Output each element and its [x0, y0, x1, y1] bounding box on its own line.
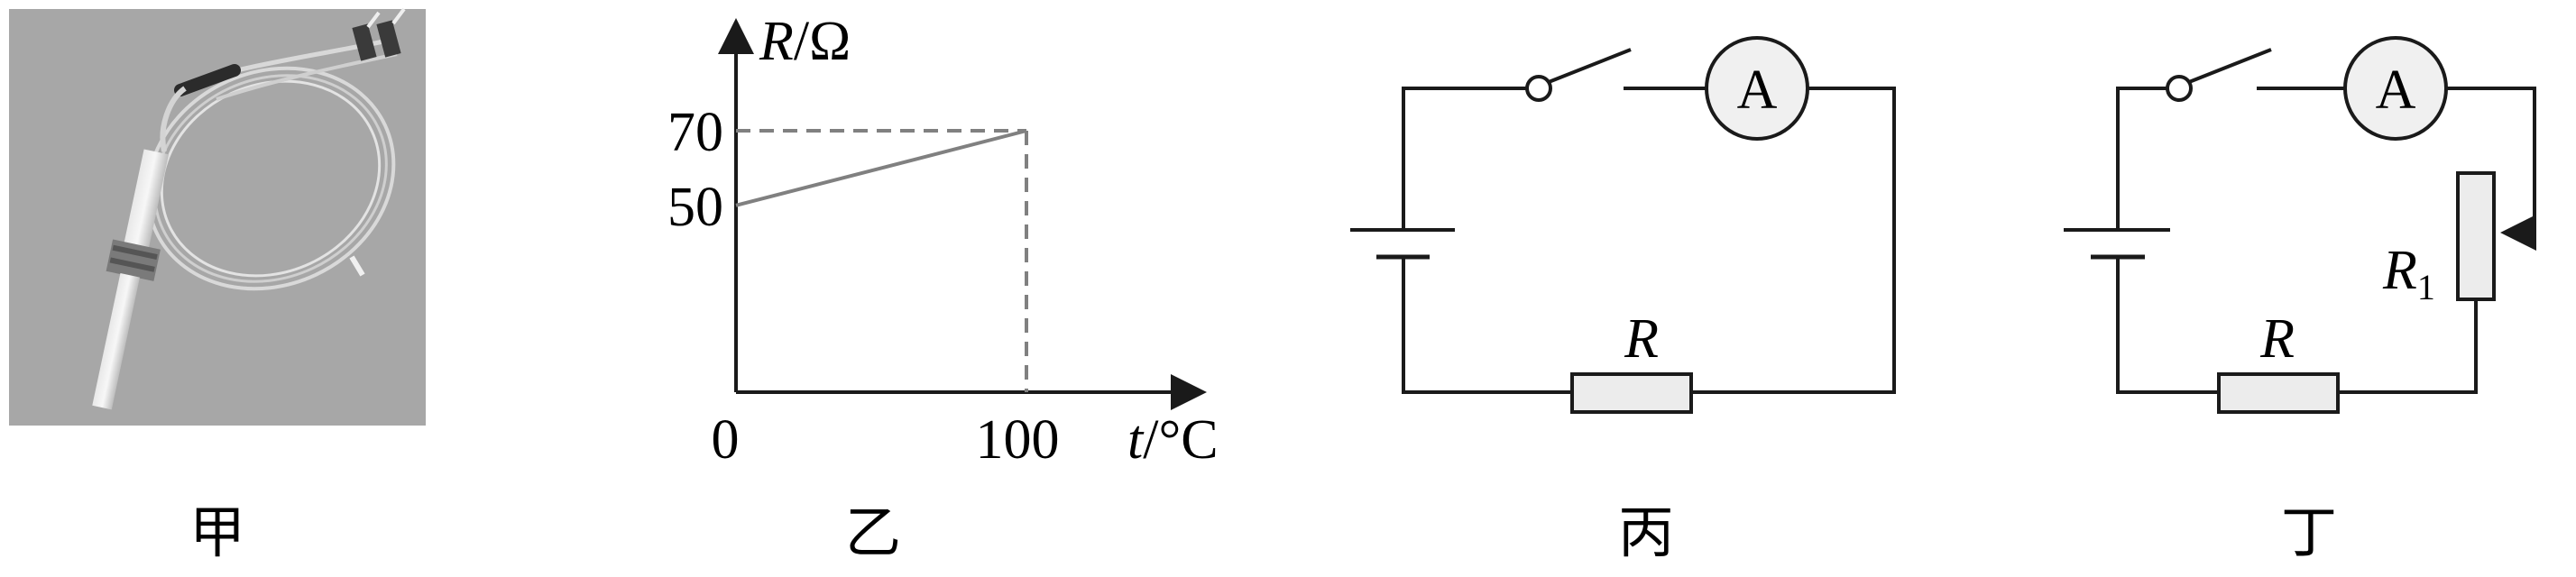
switch-blade — [2188, 48, 2272, 84]
resistor-label: R — [2259, 308, 2295, 370]
ammeter-label: A — [2376, 60, 2416, 121]
x-tick-label-100: 100 — [976, 409, 1060, 471]
y-tick-label-70: 70 — [667, 102, 723, 163]
rt-graph — [718, 18, 1207, 410]
ammeter-label: A — [1737, 60, 1778, 121]
circuit-ding — [2064, 36, 2536, 414]
circuit-bing — [1350, 36, 1896, 414]
rt-data-line — [735, 129, 1027, 207]
caption-jia: 甲 — [189, 503, 245, 564]
resistor-label: R — [1624, 308, 1659, 370]
y-axis-label: R/Ω — [759, 11, 851, 72]
sensor-photo — [9, 7, 426, 426]
switch-pivot — [2166, 75, 2193, 102]
switch-blade — [1548, 48, 1632, 84]
x-axis-label: t/°C — [1127, 409, 1219, 471]
caption-ding: 丁 — [2281, 503, 2337, 564]
y-tick-label-50: 50 — [667, 177, 723, 238]
rheostat-label: R1 — [2382, 240, 2435, 307]
rheostat-r1 — [2456, 171, 2496, 301]
caption-yi: 乙 — [845, 503, 901, 564]
resistor-r — [2217, 372, 2340, 414]
resistor-r — [1570, 372, 1693, 414]
switch-pivot — [1525, 75, 1552, 102]
caption-bing: 丙 — [1618, 503, 1674, 564]
origin-label: 0 — [712, 409, 740, 471]
